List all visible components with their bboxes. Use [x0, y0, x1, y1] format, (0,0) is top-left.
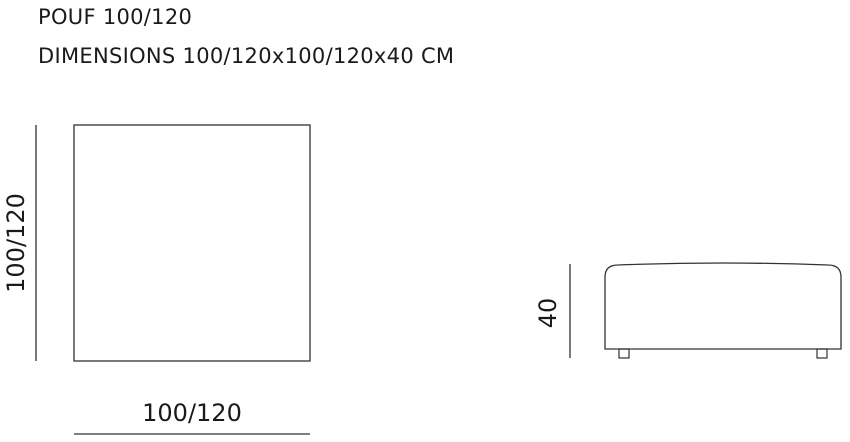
pouf-leg-right	[816, 348, 828, 359]
top-view-outline	[73, 124, 311, 362]
top-view-height-label: 100/120	[2, 193, 30, 293]
side-view: 40	[534, 262, 842, 359]
pouf-leg-left	[618, 348, 630, 359]
product-title: POUF 100/120	[38, 5, 193, 29]
pouf-side-outline	[604, 262, 842, 350]
top-view: 100/120 100/120	[2, 124, 311, 435]
product-dimensions: DIMENSIONS 100/120x100/120x40 CM	[38, 44, 455, 68]
top-view-width-label: 100/120	[142, 399, 242, 427]
side-view-height-label: 40	[534, 298, 562, 329]
